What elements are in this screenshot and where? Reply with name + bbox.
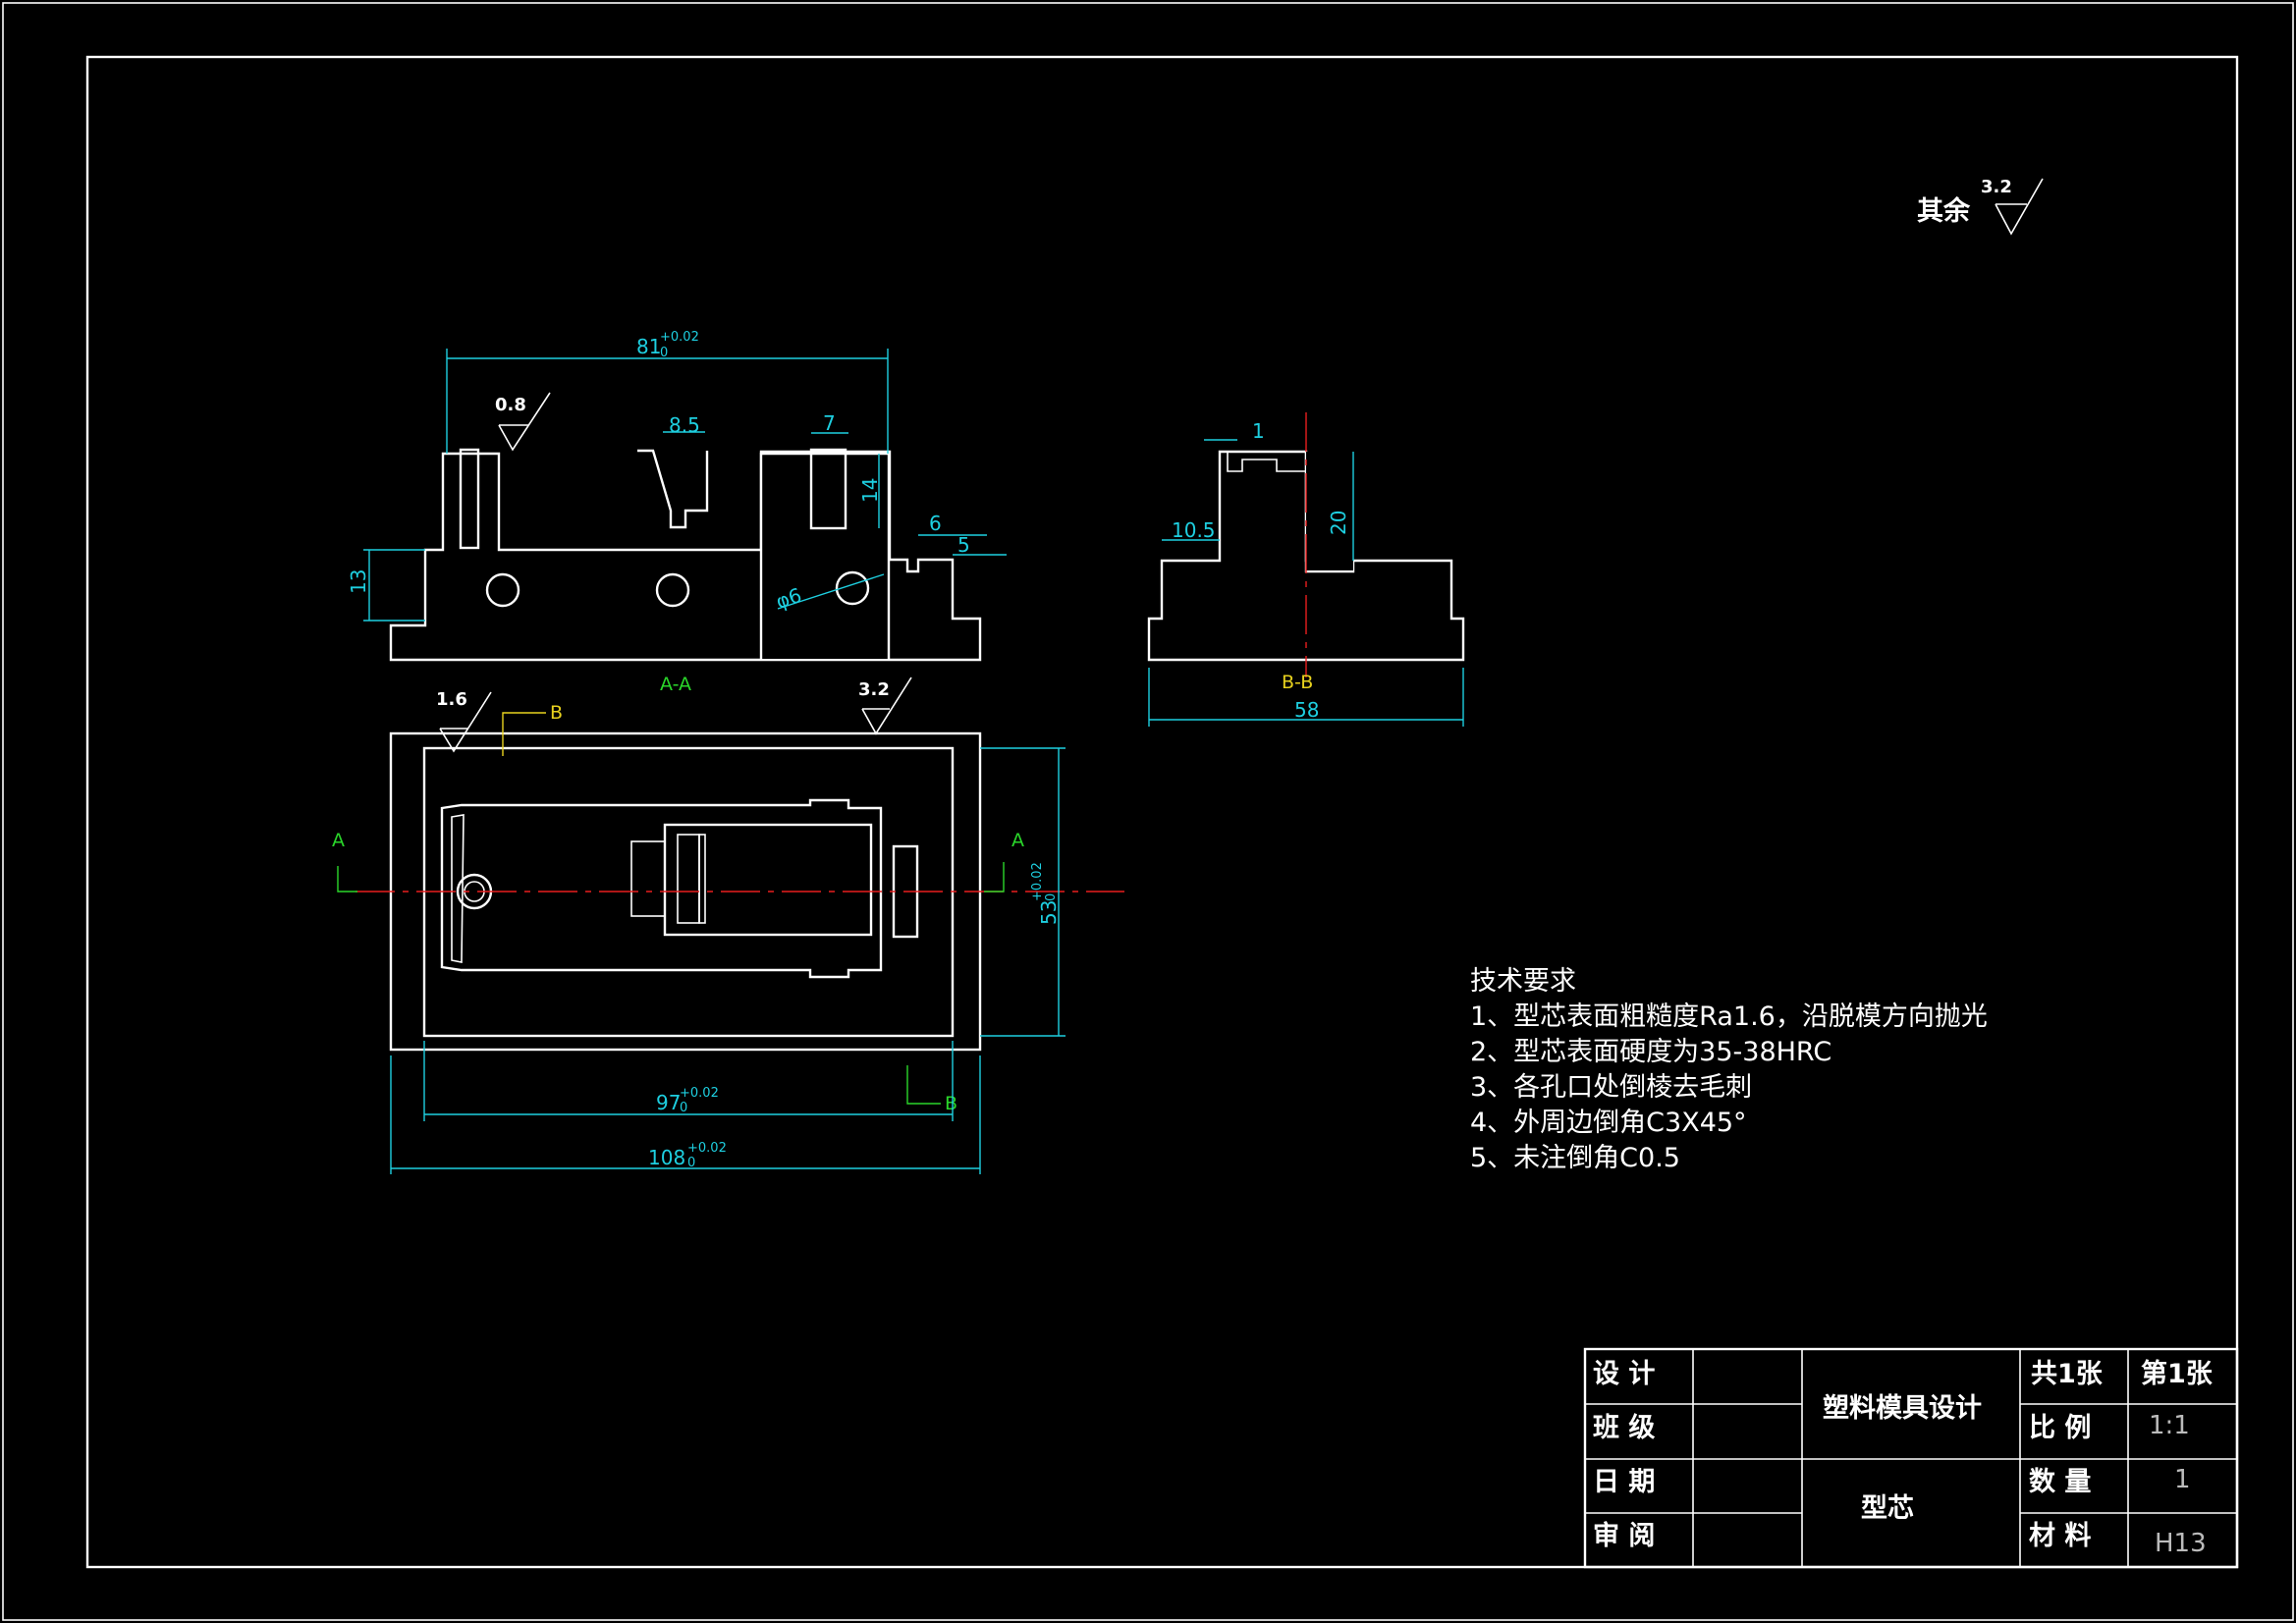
plan-dim-height: 53 bbox=[1037, 900, 1061, 925]
hole-1 bbox=[485, 572, 520, 608]
section-aa: 0.8 81 +0.02 0 8.5 7 14 13 6 5 φ6 A-A bbox=[347, 330, 1007, 695]
plan-view: A A B B 1.6 3.2 53 +0.02 0 97 +0.02 0 10… bbox=[332, 676, 1124, 1174]
aa-roughness: 0.8 bbox=[495, 395, 526, 415]
svg-text:+0.02: +0.02 bbox=[687, 1141, 727, 1156]
tb-class: 班 级 bbox=[1593, 1412, 1655, 1443]
bb-dim-width: 58 bbox=[1294, 698, 1319, 722]
hole-3 bbox=[835, 570, 870, 606]
plan-dim-inner: 97 bbox=[656, 1091, 681, 1114]
svg-text:+0.02: +0.02 bbox=[660, 330, 699, 345]
hole-2 bbox=[655, 572, 690, 608]
aa-dim-right1: 6 bbox=[929, 512, 942, 535]
plan-dim-outer: 108 bbox=[648, 1146, 685, 1169]
bb-label: B-B bbox=[1282, 672, 1313, 693]
aa-dim-depth: 14 bbox=[858, 478, 882, 503]
tb-material-value: H13 bbox=[2155, 1529, 2207, 1558]
tech-note-line: 5、未注倒角C0.5 bbox=[1470, 1143, 1680, 1173]
tb-sheet-no: 第1张 bbox=[2141, 1358, 2214, 1389]
aa-outline bbox=[389, 450, 982, 662]
tech-note-line: 1、型芯表面粗糙度Ra1.6，沿脱模方向抛光 bbox=[1470, 1001, 1988, 1032]
bb-dim-height: 20 bbox=[1327, 511, 1350, 535]
aa-dim-step: 13 bbox=[347, 569, 370, 594]
tb-part: 型芯 bbox=[1861, 1493, 1914, 1524]
svg-text:A: A bbox=[332, 830, 345, 851]
svg-text:0: 0 bbox=[660, 346, 668, 360]
tb-scale-label: 比 例 bbox=[2029, 1413, 2091, 1443]
aa-dim-pocket: 7 bbox=[823, 411, 836, 435]
tech-note-line: 3、各孔口处倒棱去毛刺 bbox=[1470, 1072, 1752, 1103]
tb-review: 审 阅 bbox=[1593, 1520, 1655, 1551]
plan-cavity bbox=[440, 798, 883, 979]
tb-date: 日 期 bbox=[1593, 1467, 1655, 1497]
tech-notes-title: 技术要求 bbox=[1470, 966, 1576, 997]
drawing-frame bbox=[85, 55, 2239, 1569]
svg-text:0: 0 bbox=[680, 1101, 687, 1115]
tech-note-line: 4、外周边倒角C3X45° bbox=[1470, 1108, 1747, 1138]
bb-dim-top: 1 bbox=[1252, 419, 1265, 443]
tech-notes: 技术要求 1、型芯表面粗糙度Ra1.6，沿脱模方向抛光 2、型芯表面硬度为35-… bbox=[1470, 966, 1988, 1173]
roughness-prefix: 其余 bbox=[1917, 195, 1971, 227]
tb-material-label: 材 料 bbox=[2029, 1521, 2091, 1551]
tb-design: 设 计 bbox=[1593, 1359, 1655, 1389]
svg-text:0: 0 bbox=[1044, 893, 1059, 901]
plan-roughness-right: 3.2 bbox=[858, 679, 890, 700]
tech-note-line: 2、型芯表面硬度为35-38HRC bbox=[1470, 1037, 1831, 1067]
tb-qty-value: 1 bbox=[2174, 1465, 2191, 1494]
svg-text:B: B bbox=[550, 702, 563, 724]
aa-dim-width: 81 bbox=[636, 335, 661, 358]
tb-scale-value: 1:1 bbox=[2149, 1411, 2190, 1440]
svg-text:+0.02: +0.02 bbox=[680, 1086, 719, 1101]
svg-text:B: B bbox=[945, 1093, 957, 1114]
tb-sheets-total: 共1张 bbox=[2031, 1359, 2104, 1389]
tb-project: 塑料模具设计 bbox=[1823, 1393, 1982, 1424]
section-bb: 1 10.5 20 58 B-B bbox=[1147, 412, 1465, 727]
bb-dim-left: 10.5 bbox=[1172, 518, 1216, 542]
aa-dim-right2: 5 bbox=[957, 533, 970, 557]
title-block: 设 计 班 级 日 期 审 阅 塑料模具设计 型芯 共1张 第1张 比 例 1:… bbox=[1583, 1347, 2239, 1569]
general-roughness: 其余 3.2 bbox=[1917, 177, 2044, 236]
svg-text:A: A bbox=[1011, 830, 1024, 851]
svg-text:+0.02: +0.02 bbox=[1030, 862, 1045, 901]
plan-roughness-left: 1.6 bbox=[436, 689, 467, 710]
roughness-value: 3.2 bbox=[1981, 177, 2012, 197]
aa-label: A-A bbox=[660, 674, 691, 695]
svg-text:0: 0 bbox=[687, 1156, 695, 1170]
tb-qty-label: 数 量 bbox=[2029, 1467, 2091, 1497]
aa-dim-slot: 8.5 bbox=[669, 413, 700, 437]
